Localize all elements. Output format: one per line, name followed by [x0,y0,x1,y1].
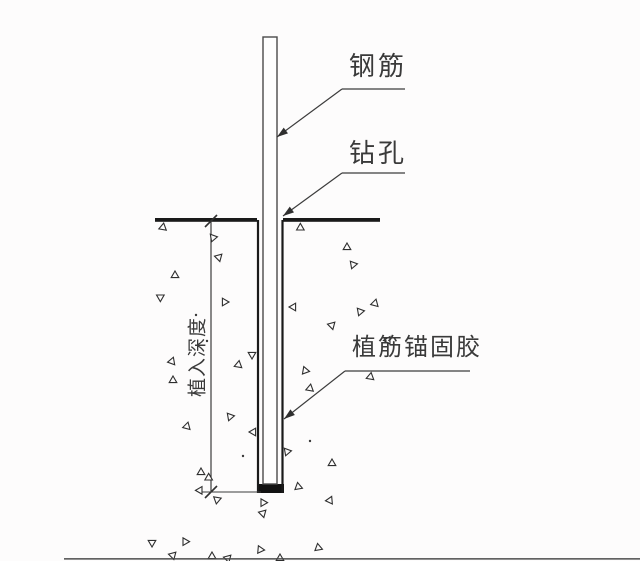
image-bottom-edge [64,558,640,560]
aggregate-speckle [324,495,333,505]
aggregate-speckle [369,298,379,308]
speckle-dot [308,439,312,443]
aggregate-speckle [213,253,223,263]
dimension-tick-top [204,214,218,228]
aggregate-speckle [314,542,324,552]
aggregate-speckle [283,447,293,457]
anchor-adhesive-label: 植筋锚固胶 [352,333,482,361]
rebar-leader-arrowhead [277,127,288,137]
aggregate-speckle [157,221,168,231]
rebar-rod [262,36,278,485]
rebar-label: 钢筋 [349,52,408,82]
aggregate-speckle [212,496,223,506]
aggregate-speckle [147,539,157,549]
aggregate-speckle [247,427,257,437]
speckle-dot [194,313,198,317]
aggregate-speckle [326,321,336,331]
aggregate-speckle [287,302,297,312]
adhesive-bottom-fill [257,484,284,493]
adhesive-leader-arrowhead [284,409,295,419]
aggregate-speckle [196,466,206,476]
rebar-leader-line [276,88,343,138]
aggregate-speckle [207,550,217,560]
aggregate-speckle [203,472,214,481]
aggregate-speckle [226,412,236,422]
aggregate-speckle [166,356,176,366]
aggregate-speckle [356,307,366,317]
aggregate-speckle [181,421,191,431]
drill-hole-label: 钻孔 [349,139,408,169]
aggregate-speckle [349,260,359,270]
aggregate-speckle [301,365,311,375]
aggregate-speckle [295,222,306,231]
aggregate-speckle [182,536,191,547]
aggregate-speckle [167,551,177,561]
aggregate-speckle [155,294,166,303]
aggregate-speckle [257,544,266,555]
drill-hole-leader-arrowhead [283,206,295,216]
aggregate-speckle [382,335,391,346]
embed-depth-label: 植入深度 [186,316,209,398]
aggregate-speckle [170,269,180,279]
aggregate-speckle [222,554,232,561]
aggregate-speckle [233,359,243,369]
aggregate-speckle [247,351,257,361]
aggregate-speckle [257,509,267,519]
speckle-dot [205,339,209,343]
ground-line-right [283,218,380,222]
aggregate-speckle [327,457,337,467]
aggregate-speckle [194,485,203,496]
adhesive-leader-line [283,370,346,420]
drill-hole-leader-line [282,172,343,217]
aggregate-speckle [209,233,219,243]
aggregate-speckle [304,382,315,392]
aggregate-speckle [342,241,352,251]
ground-line-left [155,218,257,222]
aggregate-speckle [365,371,375,381]
speckle-dot [241,454,245,458]
aggregate-speckle [260,497,269,508]
aggregate-speckle [221,297,231,307]
aggregate-speckle [168,374,178,384]
aggregate-speckle [294,481,304,491]
